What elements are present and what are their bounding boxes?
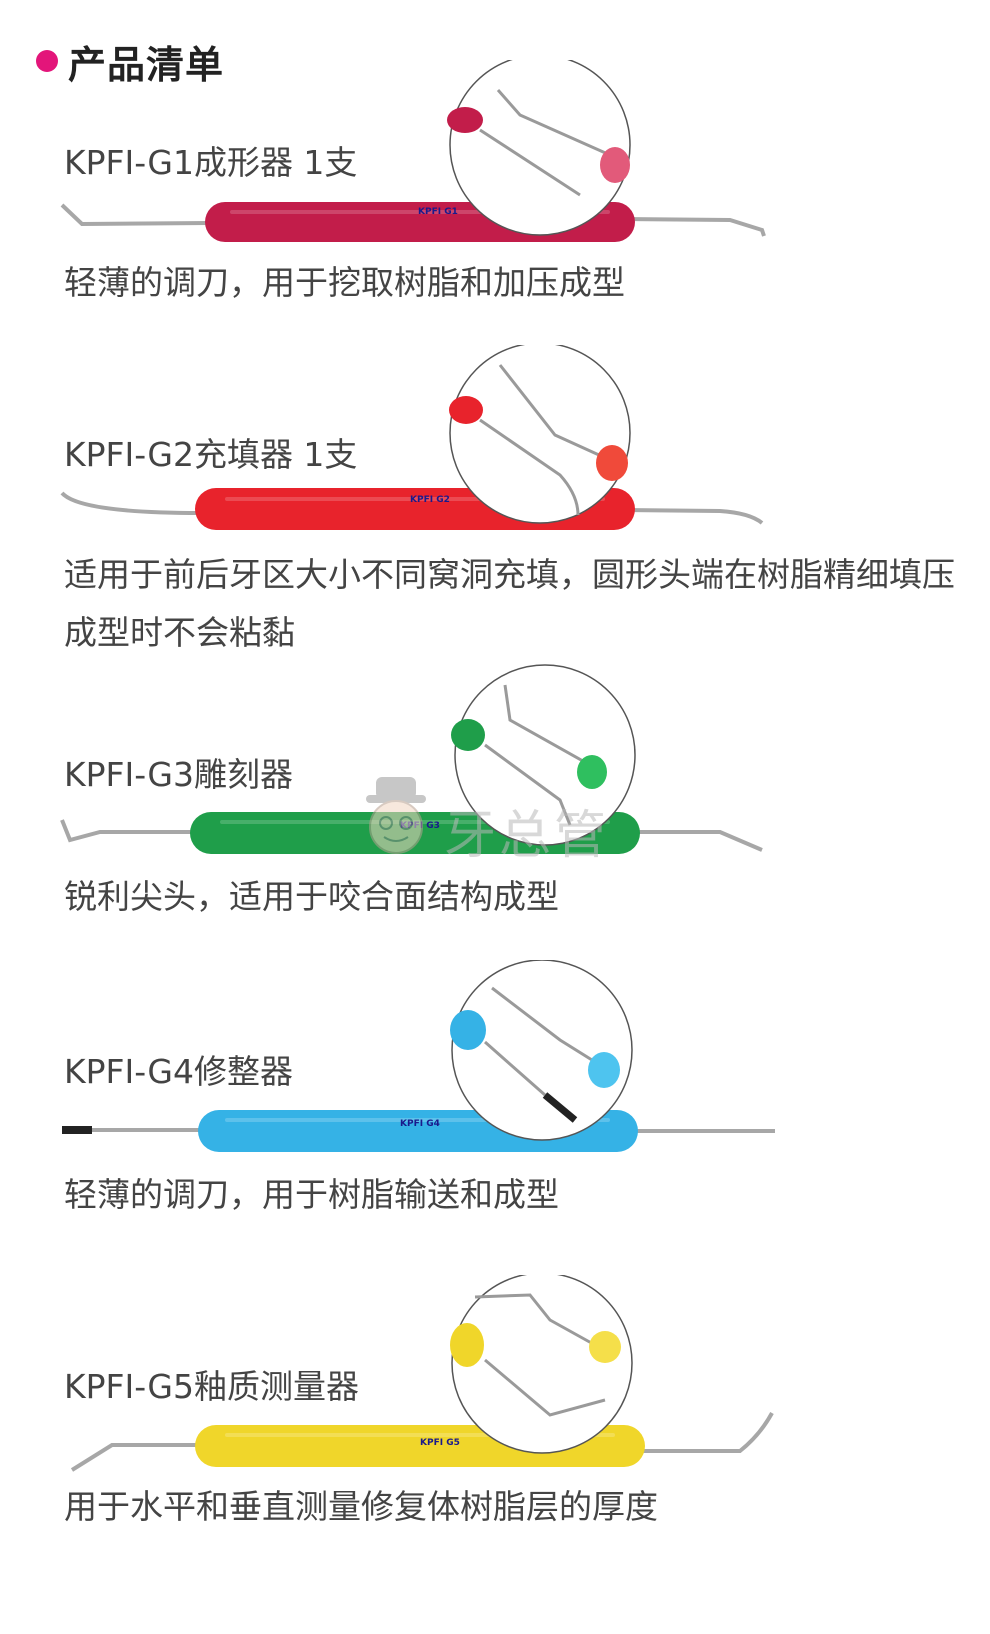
product-desc-g3: 锐利尖头，适用于咬合面结构成型 — [64, 877, 559, 916]
handle-label-g2: KPFI G2 — [410, 495, 450, 505]
product-desc-g1: 轻薄的调刀，用于挖取树脂和加压成型 — [64, 263, 625, 302]
product-desc-g4: 轻薄的调刀，用于树脂输送和成型 — [64, 1175, 559, 1214]
instrument-g4-image: KPFI G4 — [62, 960, 775, 1152]
section-header: 产品清单 — [36, 36, 225, 87]
page-title: 产品清单 — [68, 42, 225, 87]
product-name-g2: KPFI-G2充填器 1支 — [64, 435, 358, 474]
product-desc-g2: 适用于前后牙区大小不同窝洞充填，圆形头端在树脂精细填压成型时不会粘黏 — [64, 555, 955, 652]
product-name-g5: KPFI-G5釉质测量器 — [64, 1367, 359, 1406]
instrument-g1-image: KPFI G1 — [60, 60, 766, 242]
watermark: 牙总管 — [362, 775, 662, 875]
product-desc-g5: 用于水平和垂直测量修复体树脂层的厚度 — [64, 1487, 658, 1526]
product-name-g4: KPFI-G4修整器 — [64, 1052, 293, 1091]
handle-label-g4: KPFI G4 — [400, 1119, 440, 1129]
watermark-text: 牙总管 — [444, 806, 610, 866]
bullet-dot — [36, 50, 58, 72]
instrument-g3-image: KPFI G3 — [60, 664, 763, 854]
instrument-g2-image: KPFI G2 — [60, 345, 764, 530]
handle-label-g5: KPFI G5 — [420, 1438, 460, 1448]
product-name-g3: KPFI-G3雕刻器 — [64, 755, 293, 794]
handle-label-g1: KPFI G1 — [418, 207, 458, 217]
instrument-g5-image: KPFI G5 — [70, 1275, 774, 1472]
product-name-g1: KPFI-G1成形器 1支 — [64, 143, 358, 182]
mascot-icon — [366, 777, 426, 854]
